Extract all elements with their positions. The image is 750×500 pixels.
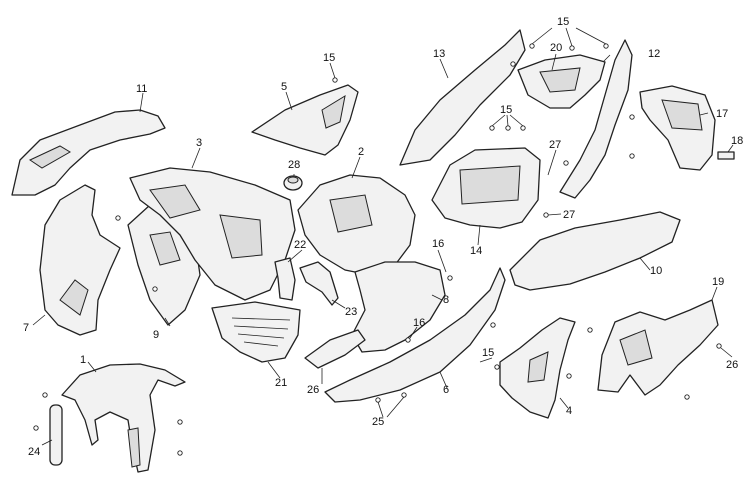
part-2-central-fairing — [297, 174, 416, 276]
callout-19: 19 — [712, 276, 724, 288]
callout-15-b: 15 — [557, 16, 569, 28]
leader-lines — [32, 27, 734, 446]
fasteners — [33, 43, 722, 456]
part-18-reflector — [717, 151, 735, 160]
callout-16-a: 16 — [432, 238, 444, 250]
callout-14: 14 — [470, 245, 482, 257]
callout-20: 20 — [550, 42, 562, 54]
callout-10: 10 — [650, 265, 662, 277]
part-17-license-bracket — [639, 85, 716, 171]
part-26-side-trim — [304, 329, 366, 369]
callout-17: 17 — [716, 108, 728, 120]
part-20-tail-bracket — [517, 54, 606, 109]
callout-7: 7 — [23, 322, 29, 334]
part-19-rear-hugger — [597, 299, 719, 396]
part-22-bracket — [274, 257, 296, 301]
callout-22: 22 — [294, 239, 306, 251]
callout-18: 18 — [731, 135, 743, 147]
part-21-grille — [211, 301, 301, 363]
callout-1: 1 — [80, 354, 86, 366]
callout-26-b: 26 — [726, 359, 738, 371]
callout-6: 6 — [443, 384, 449, 396]
callout-27-a: 27 — [549, 139, 561, 151]
part-14-undertray — [431, 147, 541, 229]
callout-8: 8 — [443, 294, 449, 306]
callout-9: 9 — [153, 329, 159, 341]
callout-27-b: 27 — [563, 209, 575, 221]
part-13-tail-side-panel — [399, 29, 526, 166]
callout-2: 2 — [358, 146, 364, 158]
callout-3: 3 — [196, 137, 202, 149]
callout-labels: 1 2 3 4 5 6 7 8 9 10 11 12 13 14 15 15 1… — [23, 16, 743, 458]
part-12-tail-right-panel — [559, 39, 633, 199]
part-1-front-mudguard — [61, 363, 186, 473]
callout-15-a: 15 — [323, 52, 335, 64]
part-4-belly-side-panel — [499, 317, 576, 419]
part-10-side-panel — [509, 211, 681, 291]
part-23-bracket — [299, 261, 339, 306]
callout-15-d: 15 — [482, 347, 494, 359]
callout-21: 21 — [275, 377, 287, 389]
callout-13: 13 — [433, 48, 445, 60]
part-28-grommet — [283, 175, 303, 191]
part-7-left-fairing — [39, 184, 121, 336]
callout-16-b: 16 — [413, 317, 425, 329]
callout-11: 11 — [136, 83, 147, 95]
part-24-trim-strip — [49, 404, 63, 466]
callout-15-c: 15 — [500, 104, 512, 116]
part-6-belly-pan — [324, 267, 506, 403]
callout-12: 12 — [648, 48, 660, 60]
callout-26-a: 26 — [307, 384, 319, 396]
part-5-upper-cover — [251, 84, 359, 156]
callout-4: 4 — [566, 405, 572, 417]
callout-25: 25 — [372, 416, 384, 428]
part-3-front-fairing — [129, 167, 296, 301]
callout-28: 28 — [288, 159, 300, 171]
part-11-side-panel — [11, 109, 166, 196]
callout-5: 5 — [281, 81, 287, 93]
callout-24: 24 — [28, 446, 40, 458]
part-8-lower-fairing — [351, 261, 446, 353]
callout-23: 23 — [345, 306, 357, 318]
